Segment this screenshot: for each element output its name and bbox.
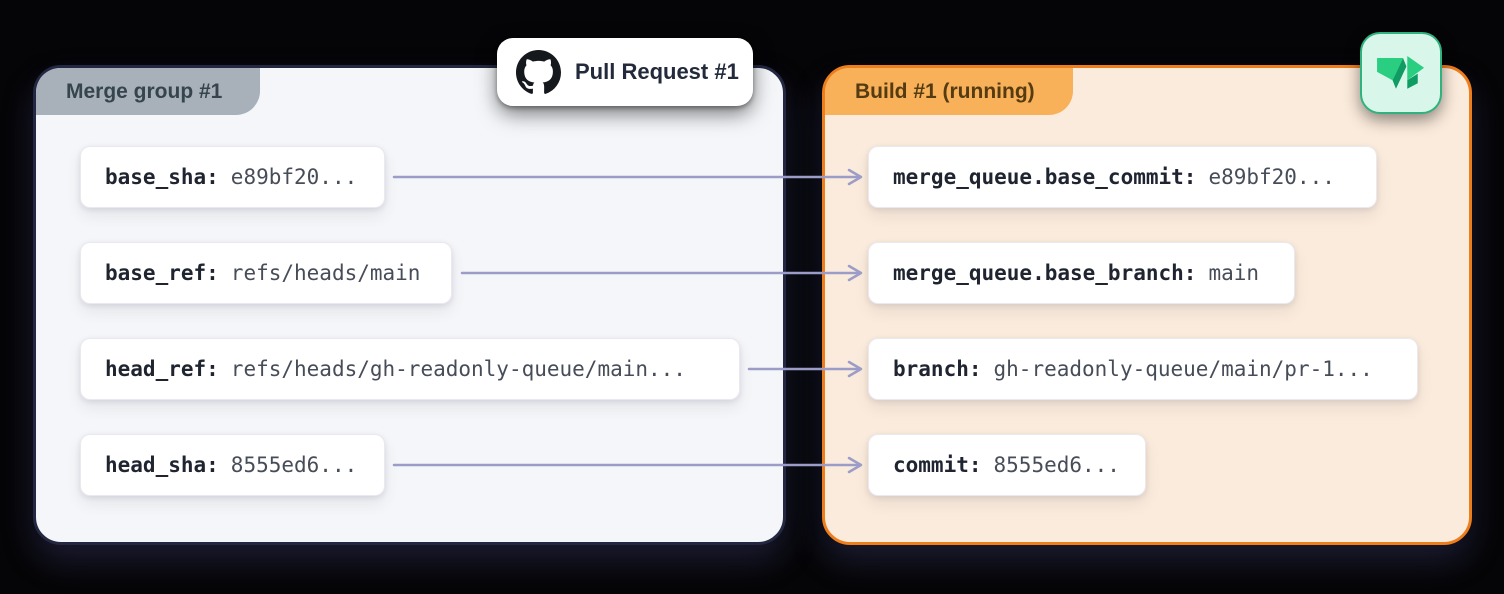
field-head-ref: head_ref: refs/heads/gh-readonly-queue/m…	[80, 338, 740, 400]
field-label: branch:	[893, 357, 982, 381]
field-value: 8555ed6...	[993, 453, 1120, 477]
field-base-sha: base_sha: e89bf20...	[80, 146, 385, 208]
github-icon	[516, 49, 561, 95]
merge-group-title: Merge group #1	[36, 68, 261, 115]
pull-request-badge: Pull Request #1	[497, 38, 753, 106]
field-label: head_ref:	[105, 357, 219, 381]
field-label: head_sha:	[105, 453, 219, 477]
field-head-sha: head_sha: 8555ed6...	[80, 434, 385, 496]
field-label: commit:	[893, 453, 982, 477]
field-value: refs/heads/main	[230, 261, 421, 285]
field-label: merge_queue.base_branch:	[893, 261, 1197, 285]
field-base-ref: base_ref: refs/heads/main	[80, 242, 452, 304]
field-value: e89bf20...	[1208, 165, 1335, 189]
field-value: e89bf20...	[230, 165, 358, 189]
field-merge-queue-base-branch: merge_queue.base_branch: main	[868, 242, 1295, 304]
field-label: base_ref:	[105, 261, 219, 285]
field-commit: commit: 8555ed6...	[868, 434, 1146, 496]
field-branch: branch: gh-readonly-queue/main/pr-1...	[868, 338, 1418, 400]
field-merge-queue-base-commit: merge_queue.base_commit: e89bf20...	[868, 146, 1377, 208]
field-value: 8555ed6...	[230, 453, 358, 477]
field-value: gh-readonly-queue/main/pr-1...	[993, 357, 1373, 381]
field-label: base_sha:	[105, 165, 219, 189]
field-value: main	[1208, 261, 1260, 285]
buildkite-logo-icon	[1360, 32, 1442, 114]
field-value: refs/heads/gh-readonly-queue/main...	[230, 357, 686, 381]
build-title: Build #1 (running)	[825, 68, 1073, 115]
field-label: merge_queue.base_commit:	[893, 165, 1197, 189]
pull-request-label: Pull Request #1	[575, 59, 739, 84]
